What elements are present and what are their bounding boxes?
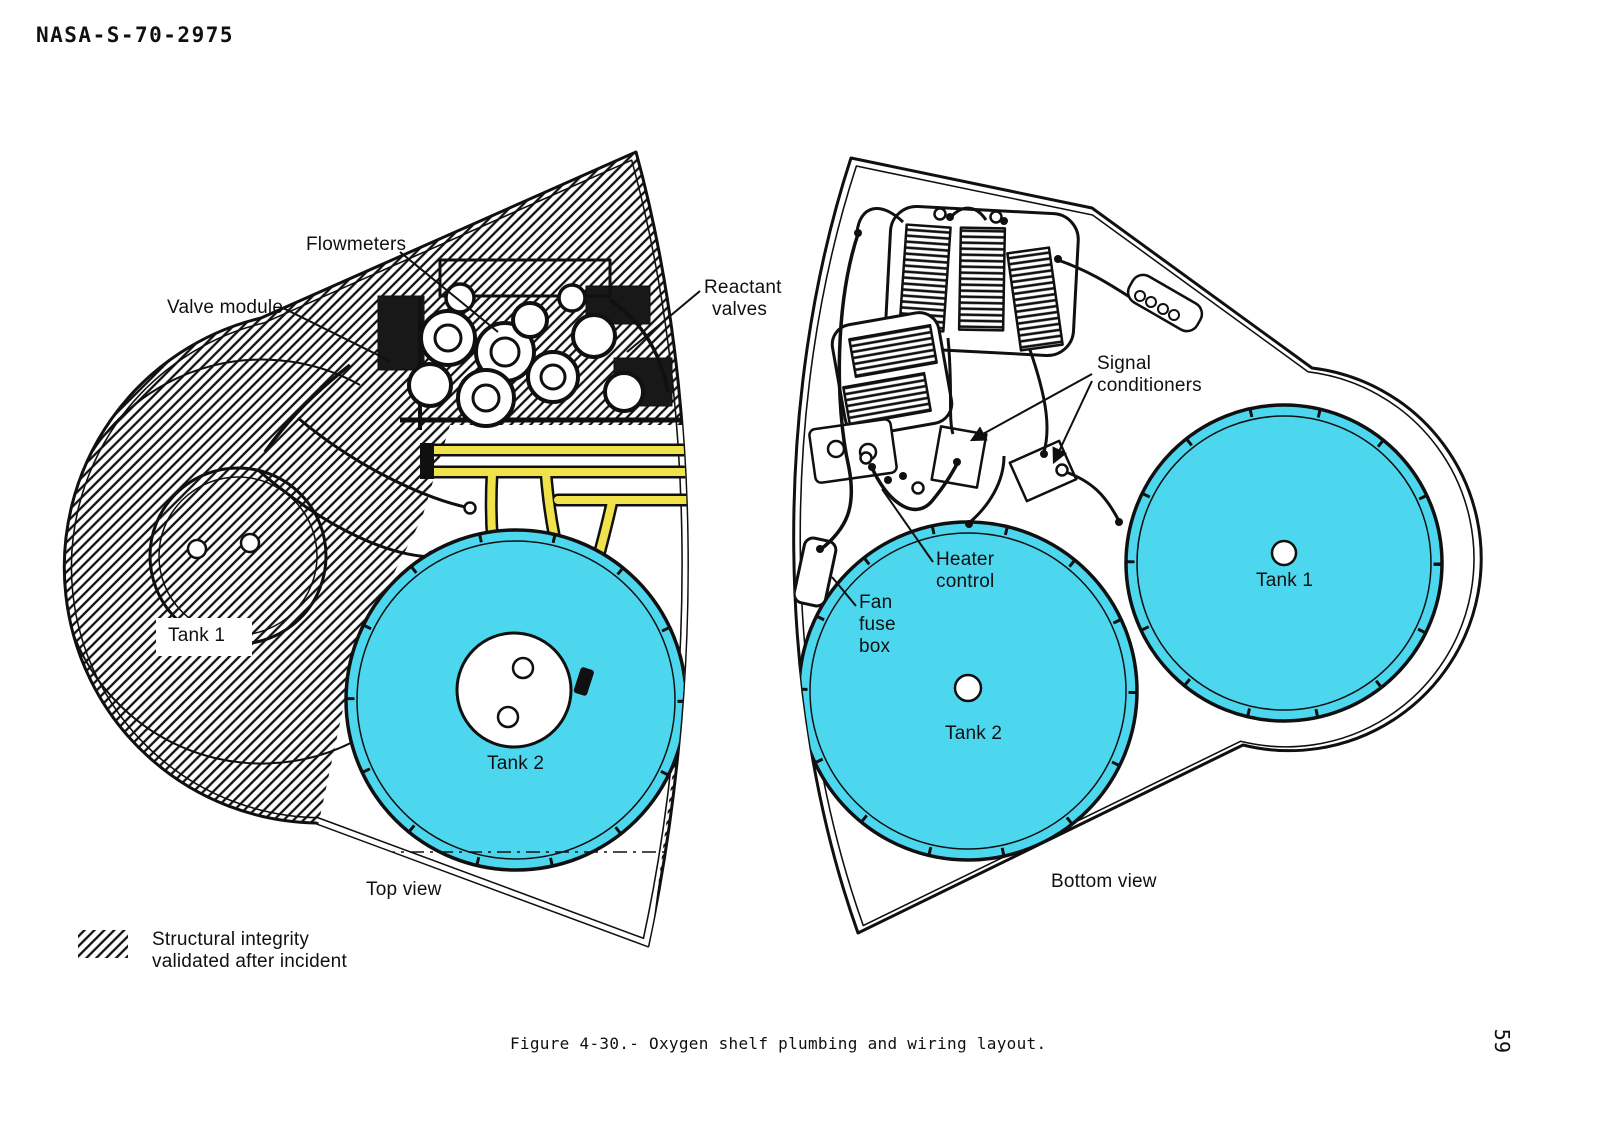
heater-control-label: Heater control bbox=[936, 549, 994, 593]
top-view-drawing bbox=[62, 150, 701, 948]
heater-control-box bbox=[808, 418, 898, 484]
heater-control-line1: Heater bbox=[936, 549, 995, 570]
figure-caption: Figure 4-30.- Oxygen shelf plumbing and … bbox=[510, 1034, 1047, 1053]
fan-fuse-box-line2: fuse bbox=[859, 614, 896, 635]
fan-fuse-box-line1: Fan bbox=[859, 592, 893, 613]
bottom-view-wiring bbox=[818, 206, 1137, 552]
wiring-harness-assembly bbox=[808, 205, 1080, 484]
top-view-tank2 bbox=[344, 528, 688, 872]
reactant-valves-label: Reactant valves bbox=[704, 277, 782, 321]
bottom-view-drawing bbox=[792, 156, 1483, 935]
top-view-leader-lines bbox=[282, 251, 701, 362]
heater-control-line2: control bbox=[936, 571, 995, 592]
top-view-tank1-label: Tank 1 bbox=[156, 620, 238, 652]
legend-line2: validated after incident bbox=[152, 951, 347, 972]
document-id: NASA-S-70-2975 bbox=[36, 23, 235, 47]
bottom-view-tank1 bbox=[1124, 403, 1444, 723]
flowmeters-label: Flowmeters bbox=[306, 234, 407, 255]
connector-dots bbox=[816, 207, 1123, 553]
signal-conditioners-label: Signal conditioners bbox=[1097, 353, 1202, 397]
valve-module-label: Valve module bbox=[167, 297, 284, 318]
page-number: 59 bbox=[1490, 1028, 1515, 1054]
reactant-valves-line2: valves bbox=[712, 299, 768, 320]
bolt-hole-strip bbox=[1126, 273, 1204, 333]
bottom-view-title: Bottom view bbox=[1051, 871, 1157, 892]
fan-fuse-box-line3: box bbox=[859, 636, 891, 657]
bottom-view-leader-lines bbox=[831, 373, 1093, 607]
legend-hatch-swatch bbox=[78, 930, 128, 958]
bottom-view-tank2 bbox=[797, 520, 1139, 862]
reactant-valves-line1: Reactant bbox=[704, 277, 782, 298]
signal-conditioners-line2: conditioners bbox=[1097, 375, 1202, 396]
top-view-tank2-label: Tank 2 bbox=[487, 753, 545, 774]
fan-fuse-box-label: Fan fuse box bbox=[859, 592, 896, 658]
signal-conditioners-line1: Signal bbox=[1097, 353, 1152, 374]
bottom-view-tank2-label: Tank 2 bbox=[945, 723, 1003, 744]
valve-module-flowmeters-assembly bbox=[263, 258, 688, 454]
top-view-title: Top view bbox=[366, 879, 442, 900]
bottom-view-tank1-label: Tank 1 bbox=[1256, 570, 1314, 591]
legend-line1: Structural integrity bbox=[152, 929, 310, 950]
fan-fuse-box bbox=[793, 536, 838, 608]
legend-text: Structural integrity validated after inc… bbox=[152, 929, 347, 973]
